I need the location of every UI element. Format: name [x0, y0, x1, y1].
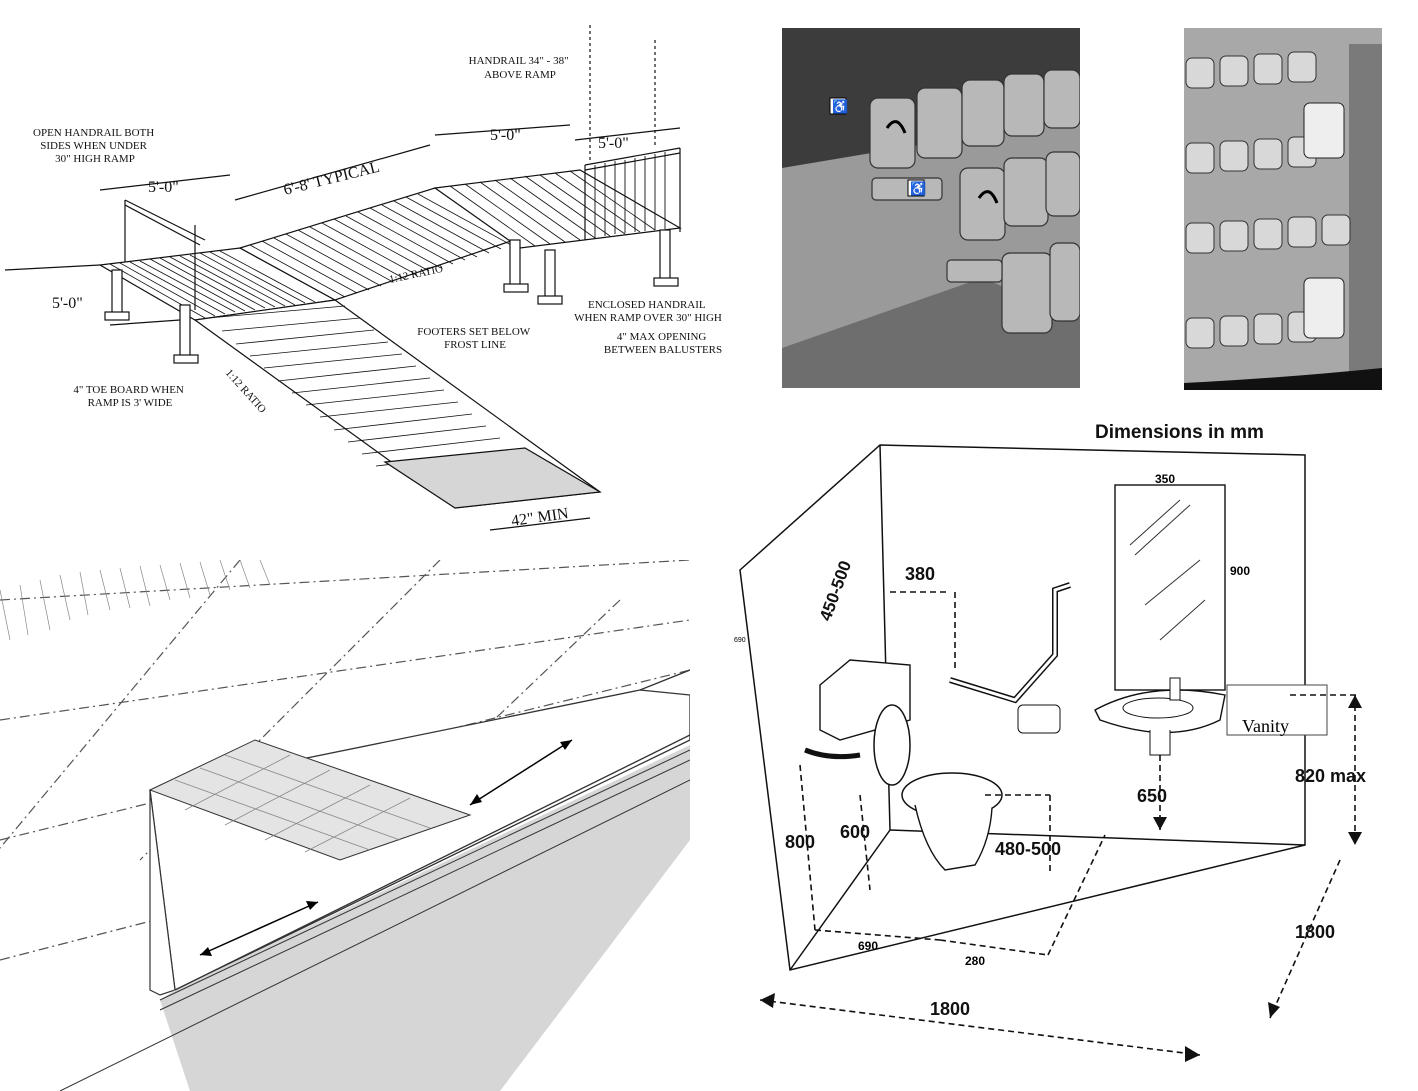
dim-280: 280: [965, 954, 985, 968]
dim-450-500: 450-500: [816, 558, 855, 623]
grab-bar: [949, 582, 1071, 704]
ramp-diagram: HANDRAIL 34" - 38" ABOVE RAMP OPEN HANDR…: [0, 0, 760, 550]
dim-typical: 6'-8' TYPICAL: [282, 159, 382, 199]
dim-380: 380: [905, 564, 935, 584]
dim-480-500: 480-500: [995, 839, 1061, 859]
vanity-box: [1226, 684, 1328, 736]
curb-ramp-drawing: [0, 560, 690, 1091]
dim-1800-right: 1800: [1295, 922, 1335, 942]
dim-5ft-left-side: 5'-0": [52, 295, 83, 312]
open-handrail-label: OPEN HANDRAIL BOTH SIDES WHEN UNDER 30" …: [33, 127, 157, 165]
seating-plan: [1184, 28, 1382, 390]
handrail-height-label: HANDRAIL 34" - 38" ABOVE RAMP: [469, 55, 572, 81]
theater-drawing: ♿ ♿: [782, 28, 1080, 388]
seating-plan-drawing: [1184, 28, 1382, 390]
dim-5ft-right: 5'-0": [598, 135, 629, 152]
dim-800: 800: [785, 832, 815, 852]
dim-1800-bottom: 1800: [930, 999, 970, 1019]
dim-5ft-top-left: 5'-0": [148, 179, 179, 196]
min-width-label: 42" MIN: [510, 505, 570, 530]
ramp-drawing: HANDRAIL 34" - 38" ABOVE RAMP OPEN HANDR…: [4, 25, 722, 531]
max-opening-label: 4" MAX OPENING BETWEEN BALUSTERS: [604, 331, 722, 356]
wheelchair-icon: ♿: [832, 99, 848, 114]
accessible-toilet-diagram: Vanity Dimensions in mm 350 900 450-500 …: [730, 410, 1418, 1091]
toilet-seat-lid: [873, 704, 911, 786]
toilet-paper-holder: [1017, 704, 1061, 734]
dimensions-title: Dimensions in mm: [1095, 422, 1264, 443]
wheelchair-top: [1303, 102, 1345, 159]
dim-690-side: 690: [734, 637, 746, 644]
dim-820-max: 820 max: [1295, 766, 1366, 786]
mirror-width: 350: [1155, 472, 1175, 486]
ratio-lower: 1:12 RATIO: [223, 367, 269, 416]
dim-600: 600: [840, 822, 870, 842]
dim-690: 690: [858, 939, 878, 953]
curb-ramp-diagram: [0, 560, 690, 1091]
toe-board-label: 4" TOE BOARD WHEN RAMP IS 3' WIDE: [73, 384, 186, 409]
theater-seating-photo: ♿ ♿: [782, 28, 1080, 388]
enclosed-handrail-label: ENCLOSED HANDRAIL WHEN RAMP OVER 30" HIG…: [574, 299, 722, 324]
vanity-label: Vanity: [1242, 716, 1289, 736]
toilet-drawing: Vanity Dimensions in mm 350 900 450-500 …: [734, 422, 1366, 1062]
wheelchair-icon: ♿: [910, 181, 926, 196]
wheelchair-bottom: [1303, 277, 1345, 339]
dim-650: 650: [1137, 786, 1167, 806]
mirror: [1114, 484, 1226, 691]
footers-label: FOOTERS SET BELOW FROST LINE: [417, 326, 532, 351]
mirror-height: 900: [1230, 564, 1250, 578]
dim-5ft-mid: 5'-0": [490, 127, 521, 144]
